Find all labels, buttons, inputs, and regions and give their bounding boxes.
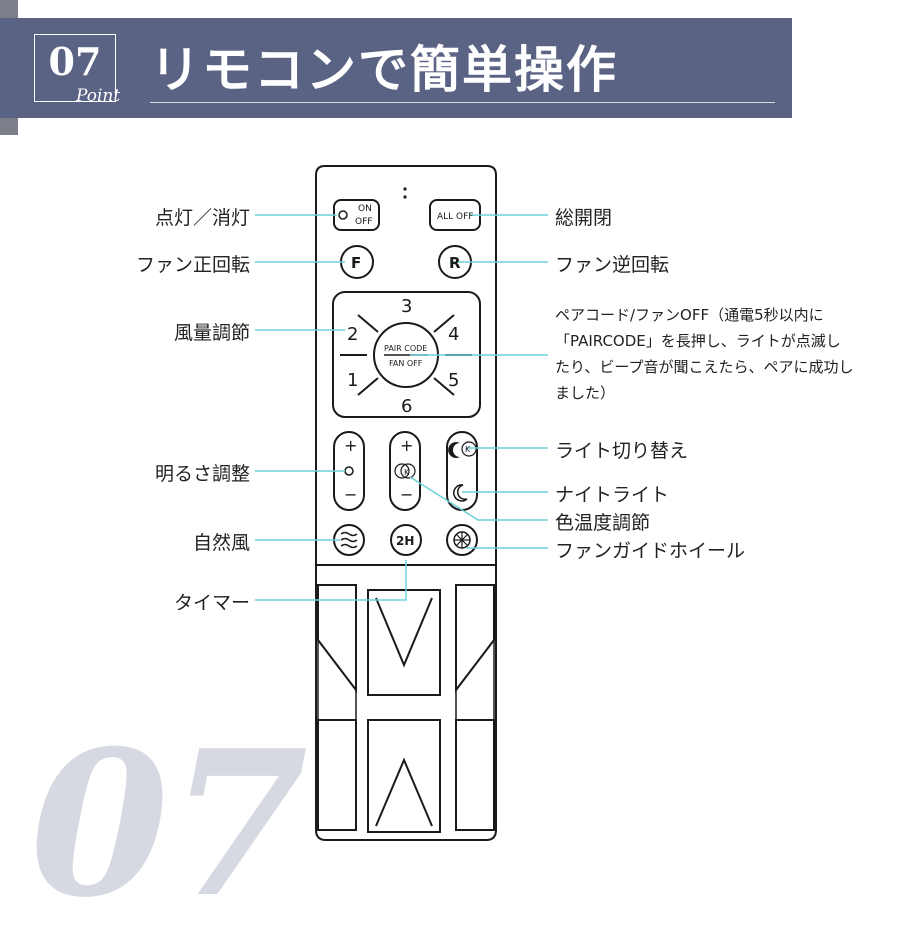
label-timer: タイマー bbox=[173, 592, 250, 614]
label-fan-guide-wheel: ファンガイドホイール bbox=[555, 540, 746, 562]
watermark-number: 07 bbox=[30, 707, 309, 942]
color-temp-pill-shape bbox=[389, 431, 421, 511]
on-label: ON bbox=[358, 204, 372, 214]
fan-reverse-label: R bbox=[449, 254, 461, 272]
color-temp-k: K bbox=[404, 468, 410, 477]
label-fan-speed: 風量調節 bbox=[173, 322, 250, 344]
all-off-label: ALL OFF bbox=[437, 212, 473, 222]
speed-spoke-6 bbox=[433, 377, 455, 396]
leader-timer bbox=[255, 560, 407, 601]
night-light-moon-icon bbox=[453, 484, 468, 502]
brightness-plus: + bbox=[344, 436, 357, 455]
color-temp-k-icon bbox=[400, 463, 416, 479]
grip-right-mid bbox=[455, 637, 495, 721]
header-band bbox=[0, 18, 792, 118]
speed-1: 1 bbox=[347, 370, 358, 391]
grip-right-top bbox=[455, 584, 495, 693]
label-night-light: ナイトライト bbox=[555, 484, 670, 506]
grip-center-top bbox=[367, 589, 441, 696]
speed-spoke-2 bbox=[433, 314, 455, 333]
color-temp-minus: − bbox=[400, 485, 413, 504]
section-number: 07 bbox=[48, 39, 102, 84]
page-title: リモコンで簡単操作 bbox=[150, 41, 618, 99]
indicator-dot bbox=[403, 187, 407, 191]
label-fan-reverse: ファン逆回転 bbox=[555, 254, 670, 276]
grip-center-top-v bbox=[375, 597, 433, 668]
speed-3: 3 bbox=[401, 296, 412, 317]
off-label: OFF bbox=[355, 217, 372, 227]
fan-off-label: FAN OFF bbox=[389, 359, 423, 368]
timer-label: 2H bbox=[396, 534, 414, 548]
point-label: Point bbox=[76, 86, 121, 106]
section-number-box: 07 bbox=[34, 34, 116, 102]
sun-icon bbox=[338, 210, 348, 220]
label-light-switch: ライト切り替え bbox=[555, 440, 689, 462]
fan-guide-wheel-button-shape bbox=[446, 524, 478, 556]
grip-right-bottom bbox=[455, 719, 495, 831]
color-temp-plus: + bbox=[400, 436, 413, 455]
speed-4: 4 bbox=[448, 324, 459, 345]
moon-icon bbox=[448, 442, 460, 458]
label-fan-forward: ファン正回転 bbox=[135, 254, 250, 276]
label-all-off: 総開閉 bbox=[555, 207, 613, 229]
light-switch-k: K bbox=[465, 445, 471, 454]
label-light-on-off: 点灯／消灯 bbox=[154, 207, 250, 229]
pair-code-note: ペアコード/ファンOFF（通電5秒以内に「PAIRCODE」を長押し、ライトが点… bbox=[555, 306, 854, 402]
fan-forward-label: F bbox=[351, 254, 361, 272]
grip-left-mid bbox=[317, 637, 357, 721]
remote-illustration: ON OFF ALL OFF F R 1 2 3 4 5 6 PAIR CODE… bbox=[255, 165, 548, 841]
label-brightness: 明るさ調整 bbox=[154, 463, 250, 485]
speed-6: 6 bbox=[401, 396, 412, 417]
speed-spoke-1 bbox=[357, 314, 379, 333]
speed-5: 5 bbox=[448, 370, 459, 391]
speed-2: 2 bbox=[347, 324, 358, 345]
speed-spoke-5 bbox=[357, 377, 379, 396]
grip-center-bottom bbox=[367, 719, 441, 833]
label-color-temp: 色温度調節 bbox=[555, 512, 651, 534]
remote-body bbox=[315, 165, 497, 841]
leader-color-temp bbox=[409, 476, 548, 521]
grip-center-bottom-v bbox=[375, 757, 433, 827]
label-natural-wind: 自然風 bbox=[192, 532, 250, 554]
grip-left-bottom bbox=[317, 719, 357, 831]
header-underline bbox=[150, 102, 775, 103]
brightness-sun-icon bbox=[344, 466, 354, 476]
timer-button-shape bbox=[390, 524, 422, 556]
pair-code-label: PAIR CODE bbox=[384, 344, 427, 353]
brightness-minus: − bbox=[344, 485, 357, 504]
